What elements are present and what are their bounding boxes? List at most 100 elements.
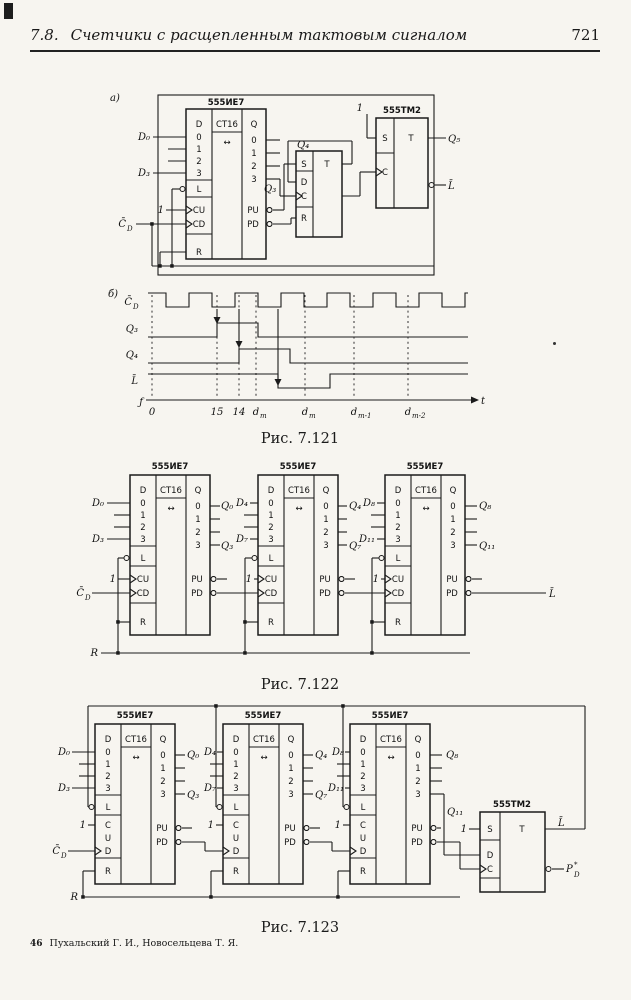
- pin-label-pu: PU: [319, 575, 330, 585]
- pin-label-r: R: [360, 867, 366, 877]
- signal-label-d8: D₈: [331, 747, 344, 758]
- updown-arrow: ↔: [260, 753, 267, 763]
- pin-label-d: D: [487, 851, 494, 861]
- signal-label-q3: Q₃: [221, 541, 233, 552]
- const-one-label: 1: [110, 574, 116, 585]
- pin-label-row3: 3: [395, 535, 400, 545]
- chip-body: [384, 474, 466, 636]
- out-label-row2: 2: [415, 777, 420, 787]
- waveform-q4: [148, 348, 468, 364]
- out-label-row1: 1: [251, 149, 256, 159]
- pin-label-dclk: D: [233, 847, 240, 857]
- pin-label-row1: 1: [360, 760, 365, 770]
- output-wires: [428, 137, 446, 188]
- pin-label-d: D: [233, 735, 240, 745]
- out-label-row0: 0: [288, 751, 293, 761]
- tick-dm-b: d: [302, 407, 308, 418]
- out-label-row1: 1: [323, 515, 328, 525]
- chip-title-555ie7: 555ИЕ7: [280, 462, 317, 472]
- pin-label-row2: 2: [105, 772, 110, 782]
- chip-dividers: [376, 118, 395, 208]
- signal-label-d0: D₀: [137, 132, 150, 143]
- chip-555tm2: S D C T: [479, 811, 546, 893]
- chip-dividers: [130, 475, 187, 635]
- chip-title-555ie7: 555ИЕ7: [372, 711, 409, 721]
- fig-7-121a-schematic: а) 555ИЕ7 555ТМ2 D 0 1 2 3 L CU CD: [110, 93, 460, 276]
- signal-label-d4: D₄: [235, 498, 248, 509]
- signal-label-q3: Q₃: [187, 790, 199, 801]
- chip-title-555ie7: 555ИЕ7: [152, 462, 189, 472]
- tick-dm-b-sub: m: [309, 412, 316, 420]
- signal-label-d4: D₄: [203, 747, 216, 758]
- signal-label-p: P: [565, 864, 573, 875]
- pin-label-d: D: [105, 735, 112, 745]
- const-one-label: 1: [208, 820, 214, 831]
- chip-555ie7: D 0 1 2 3 L C U D R CT16 ↔ Q 0 1 2 3 PU …: [222, 723, 310, 885]
- pin-label-c: C: [105, 821, 111, 831]
- out-label-row2: 2: [251, 162, 256, 172]
- out-label-row1: 1: [160, 764, 165, 774]
- out-label-row2: 2: [323, 528, 328, 538]
- pin-label-r: R: [140, 618, 146, 628]
- pin-label-s: S: [382, 134, 387, 144]
- pin-label-pd: PD: [319, 589, 331, 599]
- signal-label-p-sup: *: [574, 861, 578, 869]
- pin-label-c: C: [301, 192, 307, 202]
- pin-label-row1: 1: [140, 511, 145, 521]
- pin-label-pu: PU: [247, 206, 258, 216]
- chip-title-555tm2: 555ТМ2: [383, 106, 421, 116]
- chip-body: [222, 723, 304, 885]
- scan-artifact: [4, 3, 13, 19]
- pin-label-pu: PU: [446, 575, 457, 585]
- const-one-label: 1: [357, 103, 363, 114]
- pin-label-row2: 2: [233, 772, 238, 782]
- fig-7-122-schematic: 555ИЕ7 555ИЕ7 555ИЕ7 D 0 1 2 3 L CU CD: [76, 462, 556, 659]
- scan-dot: [553, 342, 556, 345]
- causality-arrows: [213, 309, 282, 386]
- figure-caption-7-122: Рис. 7.122: [260, 677, 340, 693]
- pin-label-dclk: D: [360, 847, 367, 857]
- chapter-title: Счетчики с расщепленным тактовым сигнало…: [70, 26, 468, 44]
- pin-label-pd: PD: [446, 589, 458, 599]
- signal-label-cd-sub: D: [60, 852, 67, 860]
- signal-label-q4: Q₄: [315, 750, 327, 761]
- chip-555ie7: D 0 1 2 3 L CU CD R CT16 ↔ Q 0 1 2 3 PU …: [257, 474, 345, 636]
- inversion-circles: [338, 576, 345, 596]
- chip-body: [129, 474, 211, 636]
- updown-arrow: ↔: [223, 138, 230, 148]
- chip-title-555ie7: 555ИЕ7: [407, 462, 444, 472]
- part-label-b: б): [108, 289, 118, 300]
- inversion-circles: [266, 207, 273, 227]
- pin-label-l: L: [106, 803, 111, 813]
- footer-authors: Пухальский Г. И., Новосельцева Т. Я.: [49, 938, 239, 949]
- chip-555ie7: D 0 1 2 3 L C U D R CT16 ↔ Q 0 1 2 3 PU …: [94, 723, 182, 885]
- pin-label-row2: 2: [140, 523, 145, 533]
- chip-dividers: [480, 812, 501, 892]
- signal-label-d3: D₃: [57, 783, 70, 794]
- waveform-label-cd-sub: D: [132, 303, 139, 311]
- chip-dividers: [95, 724, 152, 884]
- signal-label-r: R: [69, 892, 78, 903]
- waveform-label-cd: C̄: [124, 296, 132, 308]
- signal-label-lbar: L̄: [548, 588, 556, 600]
- dynamic-input-mark: [375, 167, 383, 177]
- pin-label-c: C: [382, 168, 388, 178]
- wires-to-tm2: [366, 114, 376, 139]
- wires: [92, 502, 546, 655]
- chip-title-555ie7: 555ИЕ7: [245, 711, 282, 721]
- waveform-label-lbar: L̄: [130, 375, 138, 387]
- chip-func-label: CT16: [160, 486, 182, 496]
- section-number: 7.8.: [30, 26, 59, 44]
- chip-func-label: CT16: [253, 735, 275, 745]
- out-label-row2: 2: [195, 528, 200, 538]
- axis-origin-label: ƒ: [137, 397, 145, 408]
- trigger-label: T: [518, 825, 525, 835]
- pin-label-l: L: [197, 185, 202, 195]
- pin-label-r: R: [196, 248, 202, 258]
- signal-label-cd: C̄: [52, 845, 60, 857]
- pin-label-row3: 3: [196, 169, 201, 179]
- chip-dividers: [186, 109, 243, 259]
- pin-label-u: U: [105, 834, 111, 844]
- input-wires: [136, 136, 434, 268]
- pin-label-cd: CD: [193, 220, 206, 230]
